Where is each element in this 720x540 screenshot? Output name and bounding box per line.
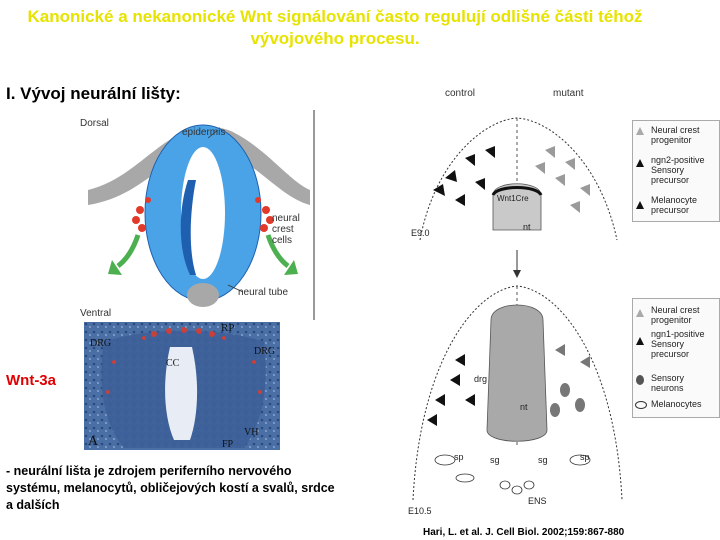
top-neural-tube [492, 183, 542, 231]
epidermis-shape [88, 126, 310, 205]
top-right-cells [535, 146, 590, 213]
bottom-left-cells [427, 354, 475, 426]
top-left-cells [433, 146, 495, 206]
ncc-label-line3: cells [272, 235, 293, 246]
neural-crest-cells-label: neural crest cells [272, 213, 300, 246]
wnt3a-label: Wnt-3a [6, 372, 56, 389]
legend-top-item-1-line2: progenitor [651, 135, 692, 145]
ventral-label: Ventral [80, 308, 112, 319]
epidermis-label: epidermis [182, 127, 226, 138]
slide-title: Kanonické a nekanonické Wnt signálování … [27, 7, 643, 48]
stain-label-fp: FP [222, 439, 234, 450]
legend-bottom-item-4: Melanocytes [651, 399, 702, 409]
section-heading: I. Vývoj neurální lišty: [6, 84, 181, 103]
legend-melanocyte-precursor-icon [636, 201, 644, 209]
crest-fate-schematic [412, 117, 623, 501]
arrowhead-right [284, 260, 298, 275]
sp-label-1: sp [454, 452, 464, 462]
neural-tube-label: neural tube [238, 287, 289, 298]
e90-label: E9.0 [411, 228, 430, 238]
legend-ngn2-icon [636, 159, 644, 167]
legend-bottom-item-3-line2: neurons [651, 383, 684, 393]
legend-top-item-2: ngn2-positive Sensory precursor [651, 155, 705, 185]
migration-arrow-right [265, 234, 290, 268]
wnt1cre-domain [491, 186, 543, 196]
citation: Hari, L. et al. J. Cell Biol. 2002;159:8… [423, 527, 625, 538]
stain-label-drg-left: DRG [90, 338, 112, 349]
legend-bottom: Neural crest progenitor ngn1-positive Se… [632, 298, 720, 418]
legend-bottom-item-1: Neural crest progenitor [651, 305, 700, 325]
legend-ngn1-icon [636, 337, 644, 345]
stain-label-vh: VH [244, 427, 259, 438]
bottom-ventral-cells [434, 454, 591, 495]
legend-top-item-3: Melanocyte precursor [651, 195, 697, 215]
migration-arrow-left [116, 234, 141, 268]
ens-label: ENS [528, 496, 547, 506]
stain-label-rp: RP [221, 322, 235, 334]
legend-bottom-item-3: Sensory neurons [651, 373, 684, 393]
wnt1cre-label: Wnt1Cre [497, 194, 529, 203]
legend-top: Neural crest progenitor ngn2-positive Se… [632, 120, 720, 222]
legend-bottom-item-1-line2: progenitor [651, 315, 692, 325]
legend-bottom-item-2-line1: ngn1-positive [651, 329, 705, 339]
wnt3a-signal [106, 327, 262, 394]
legend-bottom-item-2-line2: Sensory [651, 339, 685, 349]
arrowhead-left [108, 260, 122, 275]
legend-top-item-2-line2: Sensory [651, 165, 685, 175]
nt-top-label: nt [523, 222, 531, 232]
stain-label-drg-right: DRG [254, 346, 276, 357]
legend-bottom-item-1-line1: Neural crest [651, 305, 700, 315]
legend-bottom-item-2: ngn1-positive Sensory precursor [651, 329, 705, 359]
stain-label-cc: CC [166, 358, 180, 369]
neural-crest-note: - neurální lišta je zdrojem periferního … [6, 464, 335, 512]
legend-top-item-3-line2: precursor [651, 205, 690, 215]
legend-bottom-item-3-line1: Sensory [651, 373, 685, 383]
legend-top-item-1: Neural crest progenitor [651, 125, 700, 145]
legend-progenitor-icon [636, 127, 644, 135]
e105-label: E10.5 [408, 506, 432, 516]
sg-label-1: sg [490, 455, 500, 465]
ncc-label-line1: neural [272, 213, 300, 224]
legend-melanocyte-icon [635, 401, 647, 409]
central-canal [165, 347, 198, 440]
mutant-label: mutant [553, 88, 584, 99]
nt-bottom-label: nt [520, 402, 528, 412]
bottom-neural-tube [486, 304, 548, 442]
neural-tube-diagram [88, 110, 315, 320]
legend-top-item-1-line1: Neural crest [651, 125, 700, 135]
dorsal-domain [180, 180, 196, 275]
crest-cells [132, 197, 274, 232]
legend-top-item-2-line3: precursor [651, 175, 690, 185]
floor-plate [187, 283, 219, 307]
wnt3a-stain-image [84, 322, 280, 450]
legend-bottom-item-2-line3: precursor [651, 349, 690, 359]
bottom-right-cells [550, 344, 590, 417]
stain-panel-letter: A [88, 434, 99, 449]
sg-label-2: sg [538, 455, 548, 465]
legend-top-item-2-line1: ngn2-positive [651, 155, 705, 165]
control-label: control [445, 88, 476, 99]
time-arrowhead [513, 270, 521, 278]
drg-label: drg [474, 374, 488, 384]
ncc-label-line2: crest [272, 224, 294, 235]
legend-sensory-neuron-icon [636, 375, 644, 385]
dorsal-label: Dorsal [80, 118, 109, 129]
legend-bottom-progenitor-icon [636, 309, 644, 317]
epidermis-pointer [207, 129, 219, 139]
legend-top-item-3-line1: Melanocyte [651, 195, 698, 205]
neural-tube-pointer [227, 284, 244, 293]
sp-label-2: sp [580, 452, 590, 462]
legend-bottom-item-4-line1: Melanocytes [651, 399, 702, 409]
